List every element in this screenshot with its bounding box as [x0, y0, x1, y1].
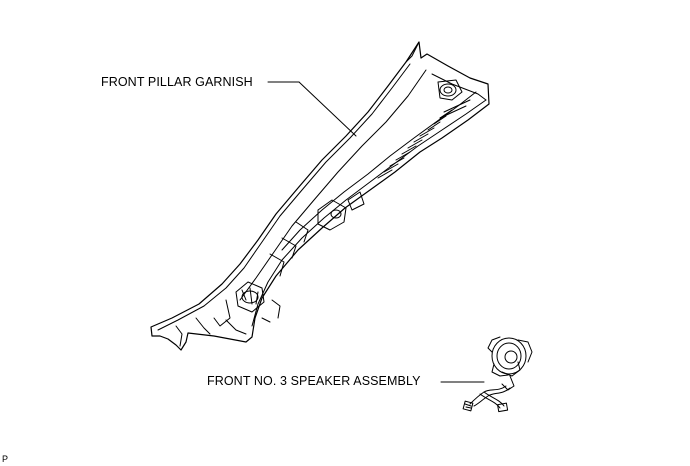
- front-no3-speaker-label: FRONT NO. 3 SPEAKER ASSEMBLY: [207, 374, 421, 388]
- figure-code-label: P: [2, 454, 9, 464]
- front-pillar-garnish-label: FRONT PILLAR GARNISH: [101, 75, 253, 89]
- front-no3-speaker-part: [462, 336, 533, 413]
- front-pillar-garnish-part: [150, 41, 490, 351]
- front-pillar-garnish-leader: [267, 81, 357, 137]
